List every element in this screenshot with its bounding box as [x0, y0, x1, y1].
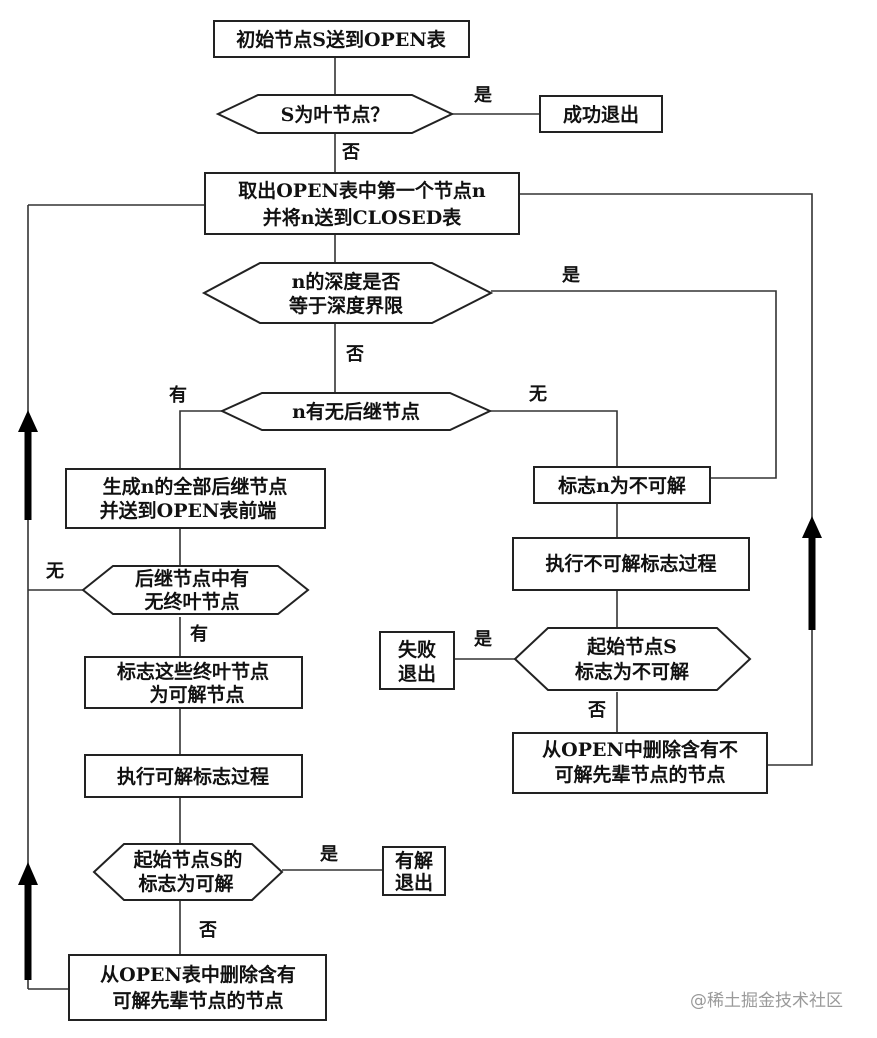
- node-start: 初始节点S送到OPEN表: [213, 20, 470, 58]
- node-delete-solvable-line2: 可解先辈节点的节点: [112, 989, 283, 1012]
- node-mark-terminal-line1: 标志这些终叶节点: [117, 660, 269, 683]
- node-gen-succ-line2: 并送到OPEN表前端: [100, 499, 277, 522]
- node-start-unsolvable-line1: 起始节点S: [586, 635, 677, 658]
- node-run-unsolvable: 执行不可解标志过程: [512, 537, 750, 591]
- node-delete-unsolvable-line2: 可解先辈节点的节点: [554, 763, 725, 786]
- edge-label-leaf-yes: 是: [473, 85, 492, 106]
- node-fail-exit: 失败 退出: [379, 631, 455, 690]
- node-solved-exit-line2: 退出: [395, 871, 433, 894]
- node-mark-unsolvable: 标志n为不可解: [533, 466, 711, 504]
- up-arrow-icon: [18, 862, 38, 885]
- node-success-exit-label: 成功退出: [563, 103, 639, 126]
- edge-labels: 是 否 是 否 有 无 无 有 是 否 是 否: [46, 85, 606, 941]
- edge-label-unsolv-no: 否: [587, 700, 606, 721]
- node-has-succ: n有无后继节点: [219, 392, 493, 431]
- node-delete-unsolvable-line1: 从OPEN中删除含有不: [542, 738, 738, 761]
- node-success-exit: 成功退出: [539, 95, 663, 133]
- edge-label-leaf-no: 否: [341, 142, 360, 163]
- node-nonterminal-check-line1: 后继节点中有: [135, 567, 249, 590]
- node-take-first: 取出OPEN表中第一个节点n 并将n送到CLOSED表: [204, 172, 520, 235]
- node-fail-exit-line1: 失败: [398, 638, 436, 661]
- connectors: [27, 57, 813, 990]
- edge-label-solv-no: 否: [198, 920, 217, 941]
- node-fail-exit-line2: 退出: [398, 662, 436, 685]
- edge-label-unsolv-yes: 是: [473, 629, 492, 650]
- node-depth-check-line1: n的深度是否: [292, 270, 401, 293]
- edge-label-depth-yes: 是: [561, 265, 580, 286]
- node-has-succ-label: n有无后继节点: [292, 400, 420, 423]
- node-gen-succ-line1: 生成n的全部后继节点: [103, 475, 288, 498]
- edge-label-nonterm-none: 无: [46, 561, 64, 582]
- up-arrow-icon: [18, 410, 38, 432]
- node-delete-unsolvable: 从OPEN中删除含有不 可解先辈节点的节点: [512, 732, 768, 794]
- node-delete-solvable-line1: 从OPEN表中删除含有: [100, 963, 296, 986]
- node-run-solvable: 执行可解标志过程: [84, 754, 303, 798]
- node-depth-check-line2: 等于深度界限: [288, 294, 403, 317]
- edge-label-solv-yes: 是: [319, 844, 338, 865]
- node-take-first-line2: 并将n送到CLOSED表: [263, 206, 463, 229]
- node-delete-solvable: 从OPEN表中删除含有 可解先辈节点的节点: [68, 954, 327, 1021]
- node-solved-exit-line1: 有解: [395, 849, 433, 872]
- edge-label-succ-has: 有: [169, 384, 187, 406]
- node-is-leaf-label: S为叶节点？: [281, 103, 390, 126]
- node-is-leaf: S为叶节点？: [215, 94, 455, 134]
- edge-label-nonterm-has: 有: [190, 623, 208, 645]
- node-solved-exit: 有解 退出: [382, 846, 446, 896]
- node-run-unsolvable-label: 执行不可解标志过程: [545, 552, 716, 575]
- up-arrow-icon: [802, 516, 822, 538]
- node-mark-unsolvable-label: 标志n为不可解: [558, 474, 686, 497]
- node-start-solvable-line2: 标志为可解: [138, 872, 233, 895]
- edge-label-succ-none: 无: [529, 384, 547, 405]
- edge-label-depth-no: 否: [345, 344, 364, 365]
- node-gen-succ: 生成n的全部后继节点 并送到OPEN表前端: [65, 468, 326, 529]
- watermark: @稀土掘金技术社区: [690, 991, 843, 1011]
- node-nonterminal-check: 后继节点中有 无终叶节点: [81, 565, 310, 615]
- node-mark-terminal: 标志这些终叶节点 为可解节点: [84, 656, 303, 709]
- node-start-label: 初始节点S送到OPEN表: [236, 28, 446, 51]
- node-start-unsolvable-line2: 标志为不可解: [575, 660, 689, 683]
- node-mark-terminal-line2: 为可解节点: [149, 683, 244, 706]
- loop-arrows: [18, 410, 822, 980]
- node-run-solvable-label: 执行可解标志过程: [117, 765, 269, 788]
- node-start-unsolvable: 起始节点S 标志为不可解: [513, 627, 752, 691]
- node-start-solvable-line1: 起始节点S的: [133, 848, 243, 871]
- node-start-solvable: 起始节点S的 标志为可解: [92, 843, 284, 901]
- node-nonterminal-check-line2: 无终叶节点: [144, 590, 239, 613]
- node-take-first-line1: 取出OPEN表中第一个节点n: [238, 179, 486, 202]
- node-depth-check: n的深度是否 等于深度界限: [201, 262, 494, 324]
